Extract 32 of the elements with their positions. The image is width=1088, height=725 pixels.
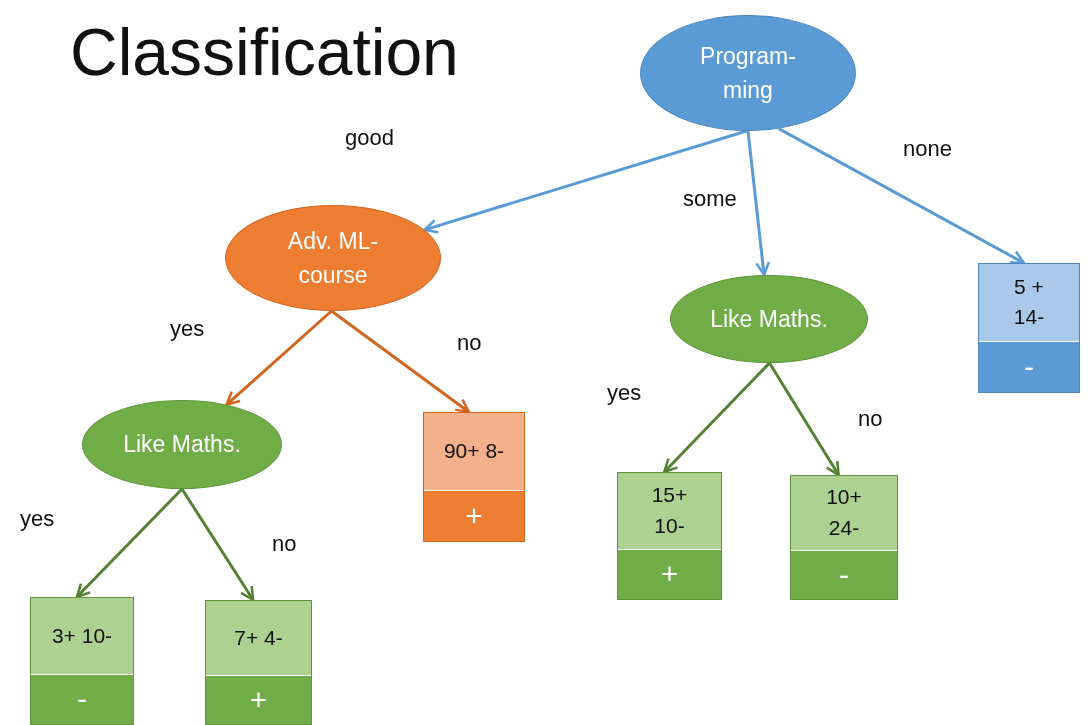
class-sign: + [618,548,721,599]
class-sign: - [979,340,1079,392]
class-sign: + [424,489,524,541]
node-label: Like Maths. [123,430,241,460]
class-counts: 7+ 4- [206,601,311,675]
class-counts: 5 + 14- [979,264,1079,341]
node-label: Adv. ML- course [286,226,380,290]
leaf-box [205,600,312,725]
arrow [75,487,184,599]
arrow [180,488,255,602]
leaf-box [978,263,1080,393]
arrow [330,309,471,414]
title: Classification [70,14,459,90]
arrow [768,362,840,477]
arrow [225,309,333,406]
class-sign: + [206,674,311,724]
arrow [663,361,771,474]
leaf-box [30,597,134,725]
class-counts: 90+ 8- [424,413,524,490]
leaf-box [617,472,722,600]
class-counts: 10+ 24- [791,476,897,550]
arrow [777,127,1026,265]
class-sign: - [791,549,897,599]
class-counts: 3+ 10- [31,598,133,674]
leaf-box [423,412,525,542]
node-label: Program- ming [699,41,797,105]
class-counts: 15+ 10- [618,473,721,549]
class-sign: - [31,673,133,724]
node-label: Like Maths. [710,304,828,334]
leaf-box [790,475,898,600]
arrow [423,129,747,234]
arrow [746,130,771,277]
